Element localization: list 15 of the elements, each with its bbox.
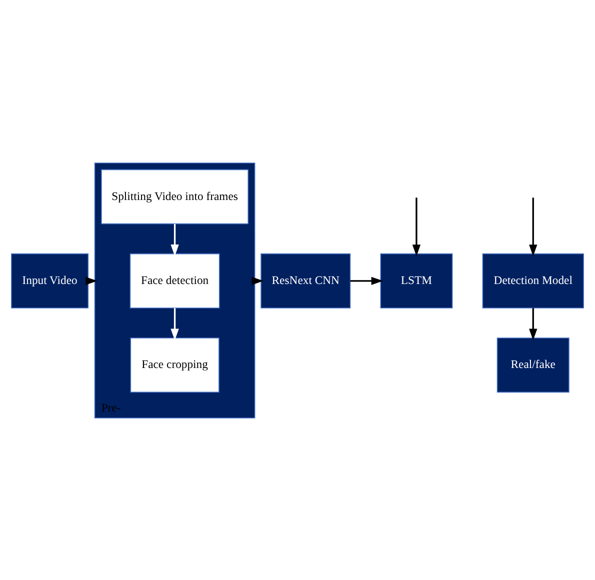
- arrow: [86, 276, 98, 284]
- node-box: Face detection: [130, 252, 220, 308]
- arrow: [529, 197, 538, 256]
- node-box: LSTM: [380, 252, 453, 308]
- node-box: ResNext CNN: [260, 252, 351, 308]
- arrow: [252, 276, 264, 284]
- node-box: Splitting Video into frames: [101, 168, 249, 224]
- node-box: Real/fake: [496, 337, 570, 392]
- arrow: [170, 308, 179, 340]
- arrow: [350, 276, 383, 284]
- arrow: [170, 223, 179, 256]
- node-box: Face cropping: [130, 337, 220, 392]
- arrow: [529, 308, 538, 340]
- node-box: Detection Model: [482, 252, 584, 308]
- arrow: [412, 197, 421, 256]
